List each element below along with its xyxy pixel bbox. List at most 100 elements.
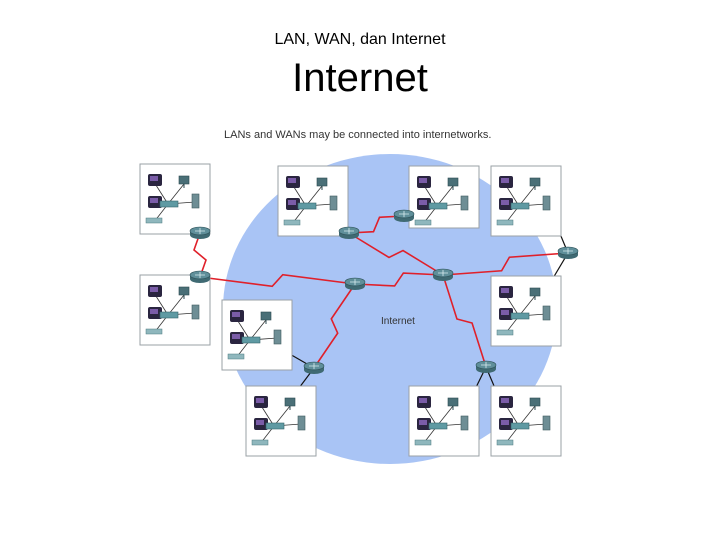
pc-screen	[419, 200, 427, 205]
router-arrows	[309, 363, 319, 369]
internet-label: Internet	[381, 316, 415, 327]
hub-icon	[251, 439, 269, 446]
lan-box	[245, 385, 317, 457]
switch-icon	[428, 202, 448, 210]
router-icon	[557, 246, 579, 259]
slide-title: Internet	[292, 56, 428, 100]
wan-link	[313, 283, 356, 369]
monitor-icon	[316, 177, 328, 187]
pc-screen	[419, 398, 427, 403]
server-icon	[542, 415, 551, 431]
wan-link	[348, 232, 444, 276]
switch-icon	[159, 311, 179, 319]
pc-screen	[501, 200, 509, 205]
pc-screen	[150, 176, 158, 181]
lan-box	[490, 385, 562, 457]
wan-link	[442, 274, 487, 368]
lan-box	[490, 165, 562, 237]
lan-link	[305, 185, 323, 207]
pc-screen	[288, 200, 296, 205]
lan-link	[518, 185, 536, 207]
lan-boxes	[139, 163, 562, 457]
router-arrows	[481, 362, 491, 368]
hub-icon	[414, 219, 432, 226]
switch-icon	[510, 202, 530, 210]
router-icon	[344, 277, 366, 290]
server-icon	[460, 195, 469, 211]
pc-screen	[256, 398, 264, 403]
monitor-icon	[284, 397, 296, 407]
lan-link	[167, 294, 185, 316]
wan-link	[199, 273, 356, 288]
monitor-icon	[178, 286, 190, 296]
hub-icon	[414, 439, 432, 446]
monitor-icon	[178, 175, 190, 185]
lan-box	[490, 275, 562, 347]
switch-icon	[159, 200, 179, 208]
wan-link	[348, 215, 405, 234]
switch-icon	[297, 202, 317, 210]
lan-link	[436, 185, 454, 207]
hub-icon	[283, 219, 301, 226]
lan-box	[277, 165, 349, 237]
router-icon	[393, 209, 415, 222]
wan-link	[442, 252, 569, 276]
diagram-caption: LANs and WANs may be connected into inte…	[224, 129, 491, 141]
server-icon	[542, 195, 551, 211]
lan-link	[249, 319, 267, 341]
pc-screen	[150, 287, 158, 292]
server-icon	[191, 193, 200, 209]
lan-link	[518, 405, 536, 427]
server-icon	[542, 305, 551, 321]
switch-icon	[241, 336, 261, 344]
pc-screen	[501, 178, 509, 183]
router-icon	[432, 268, 454, 281]
pc-screen	[419, 420, 427, 425]
lan-box	[408, 385, 480, 457]
monitor-icon	[529, 177, 541, 187]
pc-screen	[150, 198, 158, 203]
hub-icon	[496, 329, 514, 336]
hub-icon	[496, 219, 514, 226]
routers	[189, 209, 579, 374]
router-arrows	[344, 228, 354, 234]
lan-link	[273, 405, 291, 427]
router-arrows	[438, 270, 448, 276]
switch-icon	[510, 312, 530, 320]
router-icon	[189, 226, 211, 239]
hub-icon	[496, 439, 514, 446]
server-icon	[460, 415, 469, 431]
lan-link	[167, 183, 185, 205]
lan-box	[408, 165, 480, 229]
hub-icon	[145, 217, 163, 224]
router-icon	[338, 226, 360, 239]
monitor-icon	[529, 397, 541, 407]
pc-screen	[150, 309, 158, 314]
pc-screen	[232, 312, 240, 317]
monitor-icon	[529, 287, 541, 297]
pc-screen	[256, 420, 264, 425]
wan-link	[354, 272, 444, 287]
router-icon	[475, 360, 497, 373]
switch-icon	[428, 422, 448, 430]
lan-link	[436, 405, 454, 427]
server-icon	[329, 195, 338, 211]
pc-screen	[232, 334, 240, 339]
pc-screen	[419, 178, 427, 183]
switch-icon	[510, 422, 530, 430]
router-icon	[189, 270, 211, 283]
pc-screen	[501, 398, 509, 403]
wan-links	[193, 215, 569, 369]
monitor-icon	[447, 397, 459, 407]
router-arrows	[563, 248, 573, 254]
lan-box	[139, 163, 211, 235]
hub-icon	[145, 328, 163, 335]
server-icon	[191, 304, 200, 320]
wan-link	[193, 232, 207, 278]
router-arrows	[399, 211, 409, 217]
pc-screen	[501, 420, 509, 425]
switch-icon	[265, 422, 285, 430]
slide-subtitle: LAN, WAN, dan Internet	[274, 31, 446, 48]
router-arrows	[195, 272, 205, 278]
